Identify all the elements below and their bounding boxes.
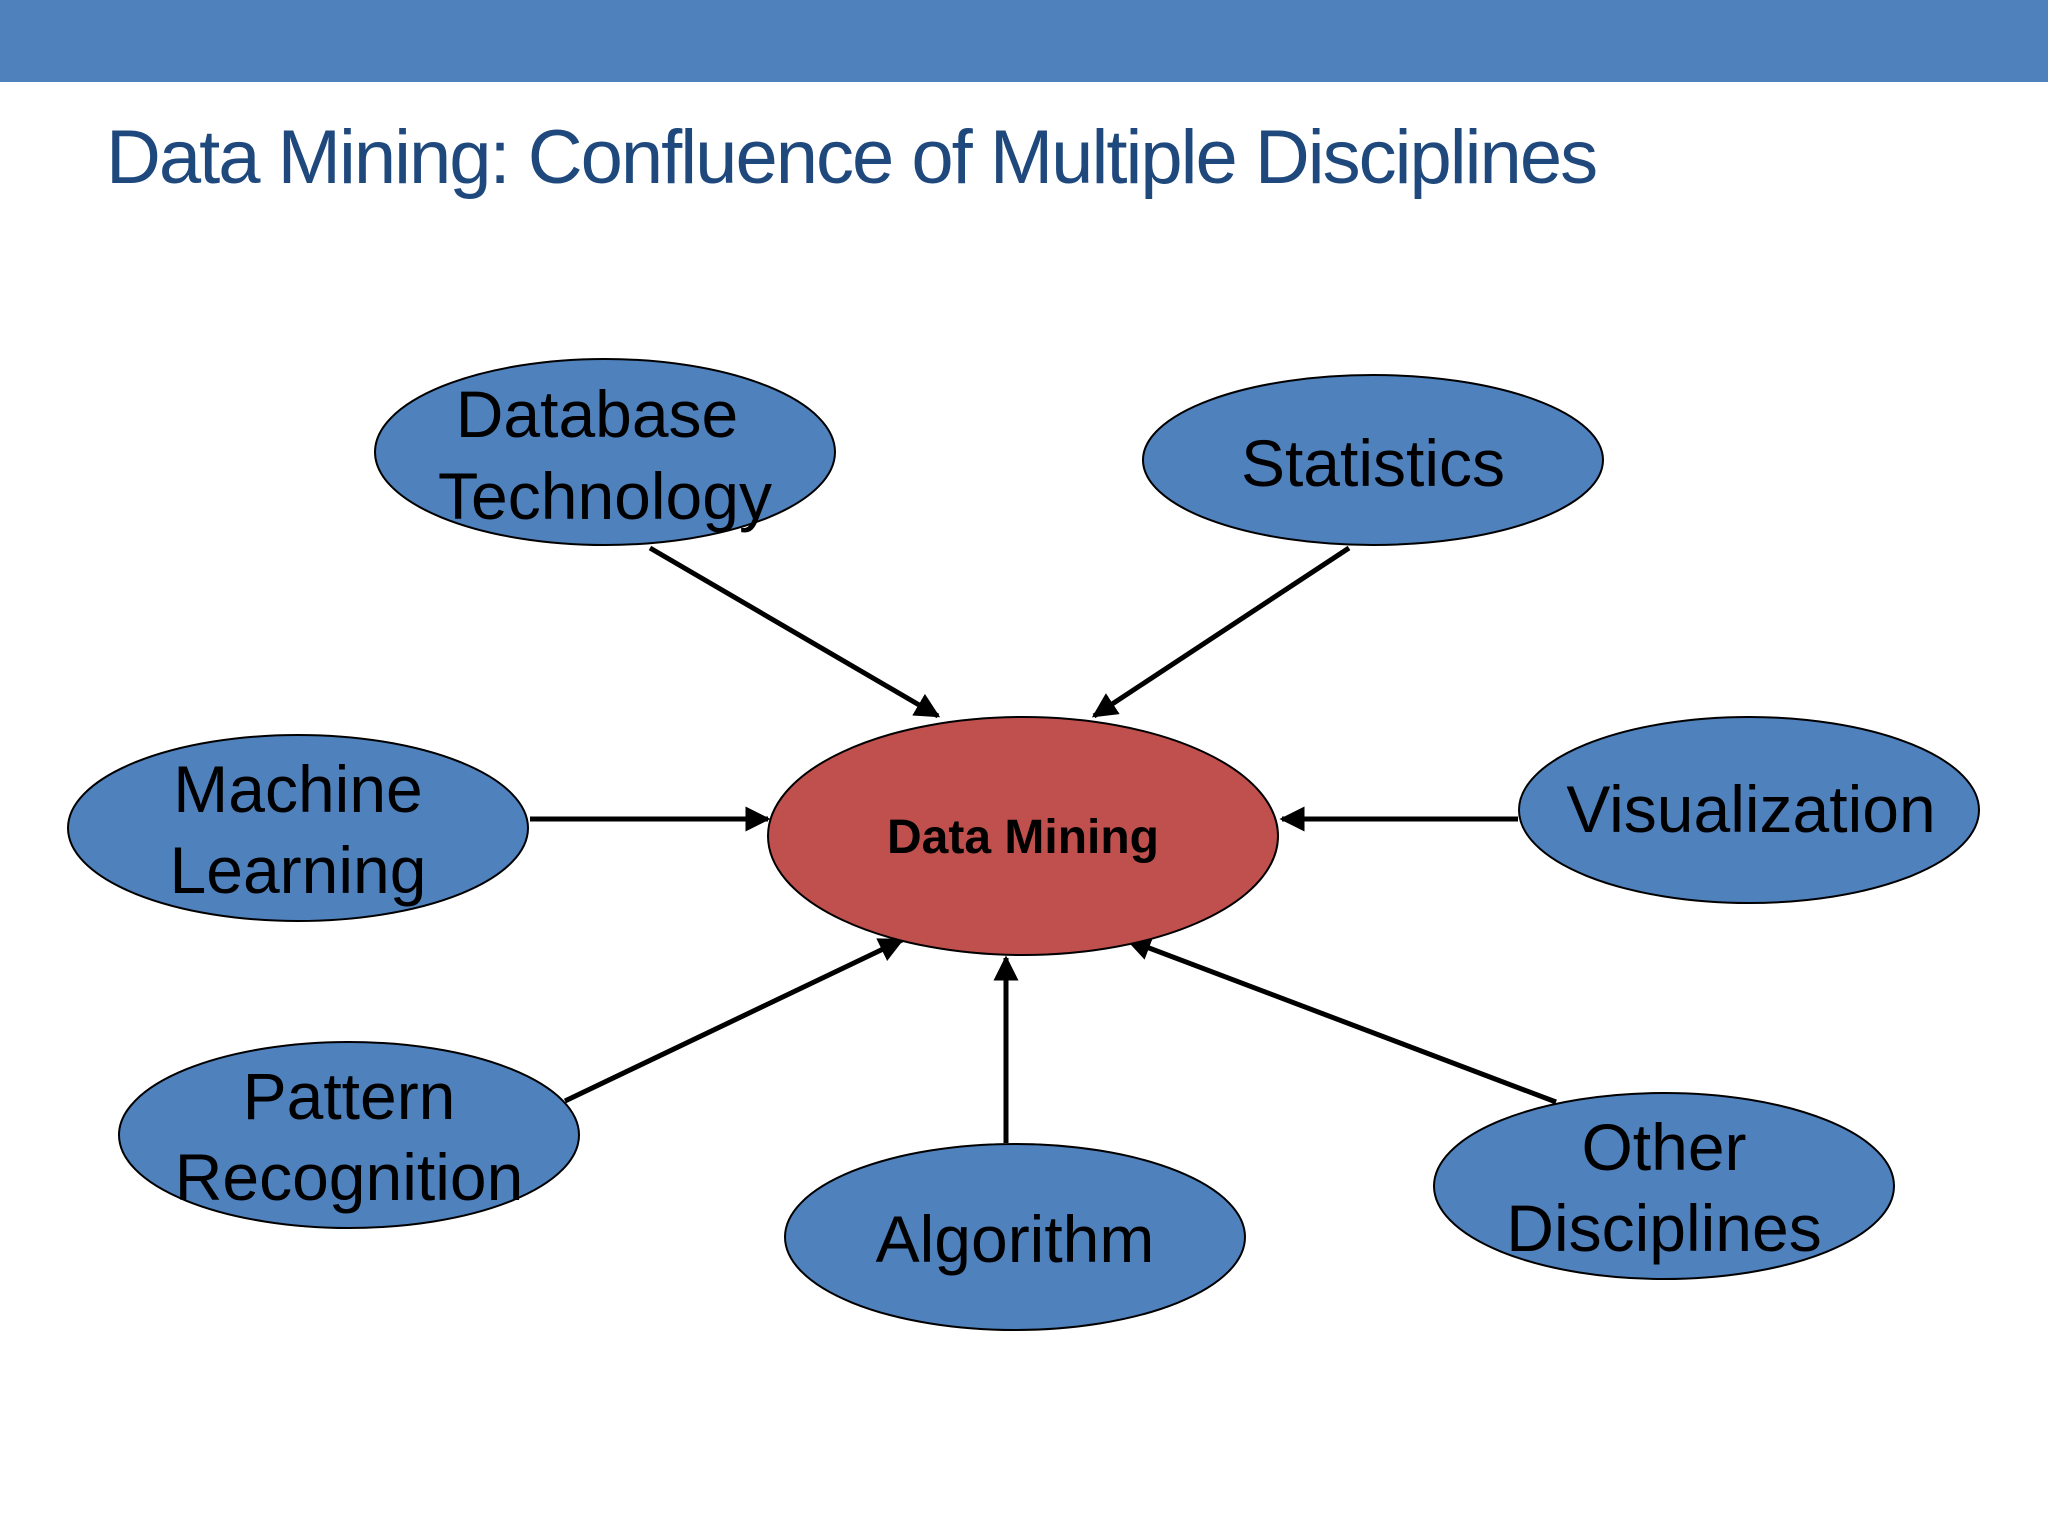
header-bar [0, 0, 2048, 82]
arrow-other-disciplines-to-center [1125, 936, 1557, 1105]
arrow-statistics-to-center [1091, 545, 1351, 719]
arrow-database-to-center [648, 545, 941, 719]
node-label-line1: Other [1581, 1110, 1746, 1184]
node-other-disciplines: Other Disciplines [1433, 1092, 1895, 1280]
slide-title: Data Mining: Confluence of Multiple Disc… [106, 115, 1598, 200]
center-label: Data Mining [887, 811, 1159, 864]
node-label-line2: Disciplines [1506, 1191, 1821, 1265]
node-ellipse [1433, 1092, 1895, 1280]
node-visualization: Visualization [1518, 716, 1980, 904]
node-label-line2: Recognition [175, 1140, 524, 1214]
node-ellipse [1518, 716, 1980, 904]
node-ellipse [1142, 374, 1604, 546]
node-algorithm: Algorithm [784, 1143, 1246, 1331]
node-ellipse [67, 734, 529, 922]
node-label-line1: Database [456, 377, 739, 451]
node-machine-learning: Machine Learning [67, 734, 529, 922]
node-label-line1: Statistics [1241, 426, 1505, 500]
node-database-technology: Database Technology [374, 358, 836, 546]
node-label-line1: Pattern [243, 1059, 456, 1133]
node-statistics: Statistics [1142, 374, 1604, 546]
node-label-line1: Visualization [1566, 772, 1935, 846]
arrow-pattern-recognition-to-center [563, 937, 905, 1104]
node-label-line1: Algorithm [876, 1202, 1155, 1276]
node-pattern-recognition: Pattern Recognition [118, 1041, 580, 1229]
node-ellipse [374, 358, 836, 546]
center-ellipse [767, 716, 1279, 956]
node-ellipse [784, 1143, 1246, 1331]
node-label-line2: Learning [170, 833, 427, 907]
center-node-data-mining: Data Mining [767, 716, 1279, 956]
node-label-line1: Machine [173, 752, 422, 826]
node-label-line2: Technology [438, 459, 772, 533]
node-ellipse [118, 1041, 580, 1229]
arrows [530, 545, 1557, 1143]
